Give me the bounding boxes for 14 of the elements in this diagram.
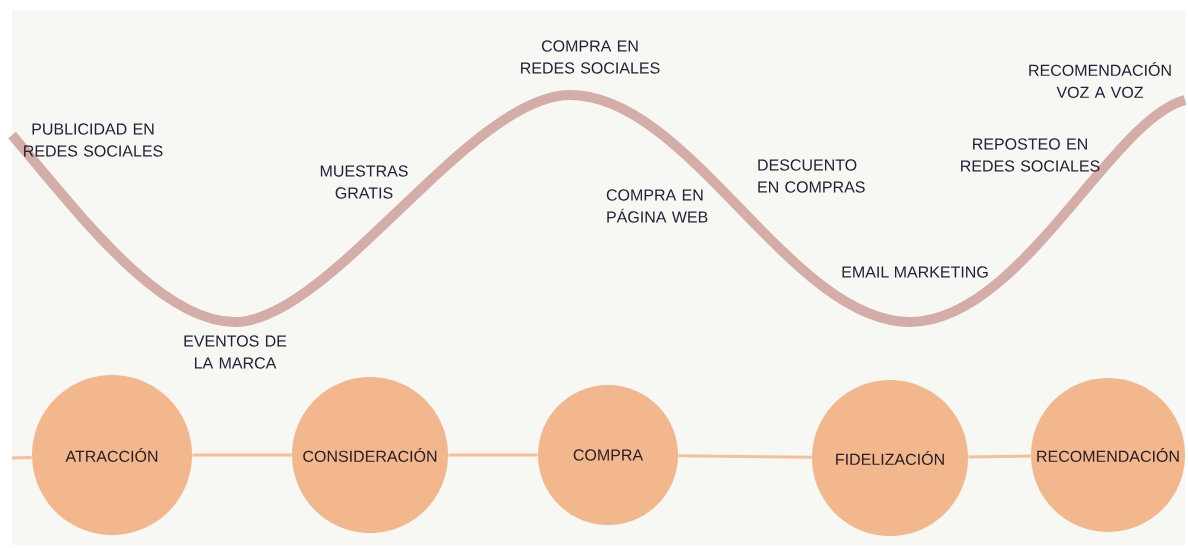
touchpoint-label: DESCUENTO EN COMPRAS [758, 159, 865, 193]
touchpoint-label: EVENTOS DE LA MARCA [184, 335, 287, 369]
touchpoint-label: EMAIL MARKETING [842, 266, 988, 278]
connector-line [448, 453, 538, 457]
touchpoint-label: REPOSTEO EN REDES SOCIALES [961, 138, 1100, 172]
touchpoint-label: COMPRA EN REDES SOCIALES [521, 40, 660, 74]
touchpoint-label: RECOMENDACIÓN VOZ A VOZ [1029, 62, 1171, 98]
connector-line [968, 454, 1031, 459]
connector-line [678, 454, 812, 459]
touchpoint-label: MUESTRAS GRATIS [320, 165, 408, 199]
touchpoint-label: COMPRA EN PÁGINA WEB [606, 189, 708, 223]
touchpoint-label: PUBLICIDAD EN REDES SOCIALES [24, 123, 163, 157]
connector-line [11, 455, 32, 460]
connector-line [192, 453, 292, 457]
